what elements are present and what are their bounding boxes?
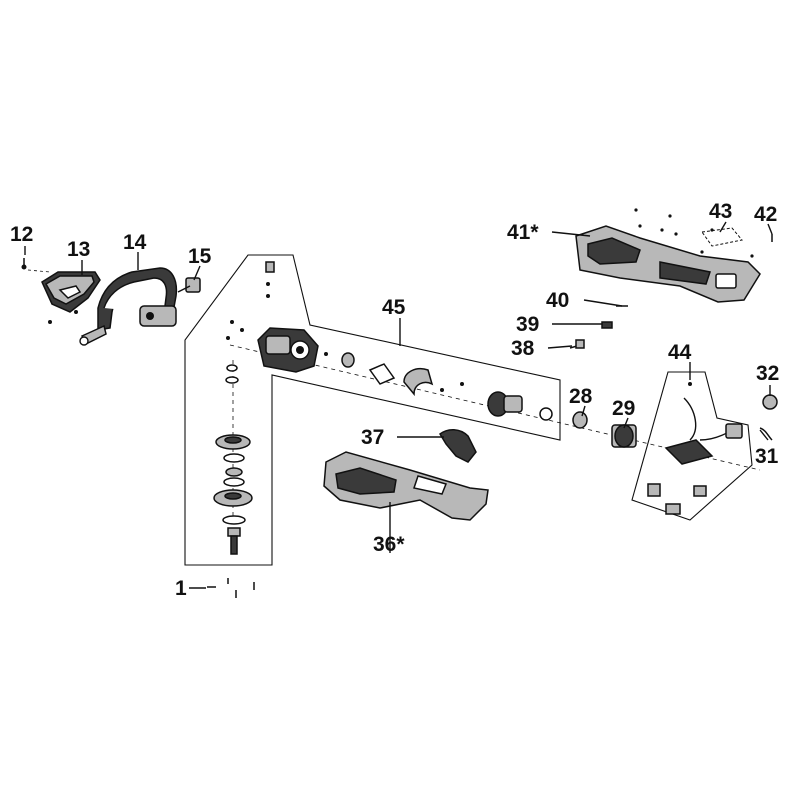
part-13-cover — [41, 271, 101, 324]
callout-32: 32 — [756, 362, 779, 385]
callout-37: 37 — [361, 426, 384, 449]
assembly-45-boundary — [184, 254, 561, 566]
callout-28: 28 — [569, 385, 593, 408]
callout-41: 41* — [507, 221, 539, 244]
callout-36: 36* — [373, 533, 405, 556]
callout-44: 44 — [668, 341, 692, 364]
scattered-screws-top — [634, 208, 754, 258]
callout-40: 40 — [546, 289, 569, 312]
part-37-trigger — [439, 429, 477, 463]
part-31-spring — [759, 427, 773, 441]
part-28-bearing — [572, 411, 588, 429]
callout-31: 31 — [755, 445, 779, 468]
callout-39: 39 — [516, 313, 539, 336]
part-38-pin — [569, 339, 585, 349]
callout-13: 13 — [67, 238, 90, 261]
part-14-handle — [79, 267, 178, 346]
part-29-stator — [611, 424, 637, 448]
part-44-board — [647, 382, 743, 515]
part-36-housing — [323, 451, 489, 521]
part-43-label — [701, 227, 743, 247]
assembly-44-boundary — [631, 371, 753, 521]
callout-12: 12 — [10, 223, 33, 246]
callout-29: 29 — [612, 397, 635, 420]
leader-lines — [24, 221, 773, 589]
callout-45: 45 — [382, 296, 406, 319]
part-39-spring — [601, 321, 613, 329]
part-32-cap — [762, 394, 778, 410]
gear-head-housing — [257, 327, 319, 373]
part-12-screw — [21, 258, 51, 273]
part-1-screws — [207, 578, 255, 598]
callout-43: 43 — [709, 200, 732, 223]
callout-1: 1 — [175, 577, 187, 600]
part-15-bolt — [177, 277, 201, 293]
spindle-stack — [213, 261, 275, 555]
callout-15: 15 — [188, 245, 212, 268]
callout-38: 38 — [511, 337, 535, 360]
shaft-parts — [324, 352, 553, 421]
callout-42: 42 — [754, 203, 777, 226]
callout-14: 14 — [123, 231, 147, 254]
part-41-housing — [575, 225, 761, 303]
